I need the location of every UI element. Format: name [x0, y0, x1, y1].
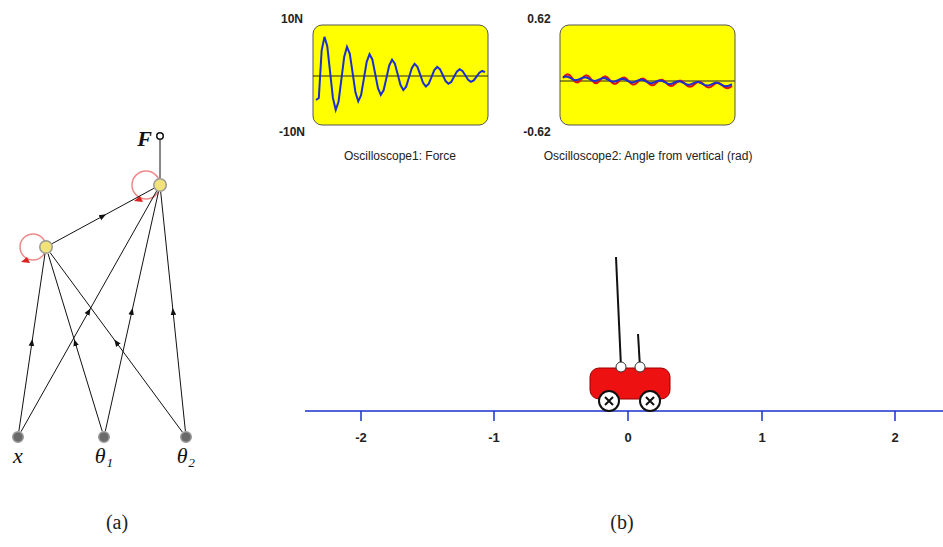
scope-min: -10N: [279, 126, 305, 138]
input-node: x: [12, 431, 24, 443]
input-node: θ₂: [180, 431, 192, 443]
panel-caption: (a): [106, 512, 128, 532]
long-pole: [616, 257, 621, 367]
node-outline: [98, 431, 110, 443]
pivot: [616, 362, 626, 372]
tick-label: 0: [624, 431, 631, 444]
output-terminal: F: [156, 132, 164, 140]
scope-max: 10N: [281, 13, 303, 25]
node-label: θ₁: [95, 445, 113, 467]
track: [305, 410, 943, 412]
node-label: x: [13, 445, 23, 467]
zero-line: [313, 76, 488, 77]
pivot: [635, 362, 645, 372]
angle-trace: [563, 77, 732, 87]
synapse-connector: [161, 192, 186, 431]
scope-panel: [560, 25, 735, 125]
scope-title: Oscilloscope2: Angle from vertical (rad): [544, 150, 753, 162]
node-outline: [156, 132, 164, 140]
recurrent-loop: [20, 234, 46, 260]
force-trace: [316, 37, 485, 110]
node-outline: [180, 431, 192, 443]
track-ticks: [361, 411, 895, 421]
synapse-connector: [48, 254, 102, 432]
tick-label: 2: [891, 431, 898, 444]
node-outline: [39, 240, 53, 254]
synapse-connector: [105, 192, 158, 431]
wheel: [599, 391, 619, 411]
scope-min: -0.62: [523, 126, 550, 138]
tick-label: -2: [355, 431, 367, 444]
input-node: θ₁: [98, 431, 110, 443]
recurrent-loop: [132, 171, 160, 199]
scope-title: Oscilloscope1: Force: [344, 150, 456, 162]
loop-arrow: [21, 257, 30, 263]
neuron: [39, 240, 53, 254]
node-outline: [153, 178, 167, 192]
tick-label: -1: [488, 431, 500, 444]
synapse-connector: [160, 140, 161, 178]
synapse-connector: [19, 254, 45, 431]
angle-trace: [563, 74, 732, 88]
scope-max: 0.62: [527, 13, 550, 25]
synapse-connector: [52, 188, 154, 243]
panel-caption: (b): [610, 512, 633, 532]
tick-label: 1: [758, 431, 765, 444]
wheel: [640, 391, 660, 411]
node-label: θ₂: [177, 445, 195, 467]
node-outline: [12, 431, 24, 443]
scope-panel: [313, 25, 488, 125]
neuron: [153, 178, 167, 192]
node-label: F: [137, 128, 152, 150]
synapse-connector: [21, 191, 157, 432]
synapse-connector: [50, 253, 182, 433]
